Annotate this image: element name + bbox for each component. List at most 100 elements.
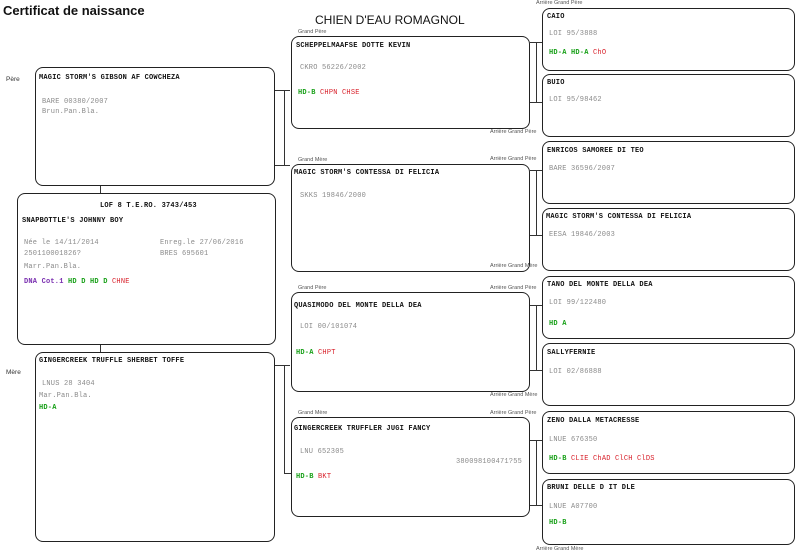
connector-line [275, 90, 290, 91]
connector-line [284, 365, 285, 473]
gf-paternal-health: HD-B CHPN CHSE [298, 89, 360, 97]
connector-line [100, 344, 101, 353]
ggp-name: TANO DEL MONTE DELLA DEA [547, 281, 653, 289]
mother-health: HD-A [39, 404, 57, 412]
subject-health: DNA Cot.1 HD D HD D CHNE [24, 278, 130, 286]
mother-reg: LNUS 28 3404 [42, 380, 95, 388]
gf-paternal-card[interactable]: SCHEPPELMAAFSE DOTTE KEVIN CKRO 56226/20… [291, 36, 530, 129]
subject-other: CHNE [112, 278, 130, 286]
subject-hd: HD D HD D [68, 278, 108, 286]
gm-maternal-name: GINGERCREEK TRUFFLER JUGI FANCY [294, 425, 431, 433]
gf-maternal-reg: LOI 00/101074 [300, 323, 358, 331]
gm-maternal-chip: 380098100471?55 [456, 458, 523, 466]
mother-side-label: Mère [6, 369, 21, 376]
father-side-label: Père [6, 76, 20, 83]
gm-maternal-health: HD-B BKT [296, 473, 331, 481]
connector-line [275, 365, 290, 366]
gf-paternal-reg: CKRO 56226/2002 [300, 64, 367, 72]
health-green: HD-A HD-A [549, 49, 589, 57]
health-green: HD-A [296, 349, 314, 357]
ggp-card-7[interactable]: ZENO DALLA METACRESSE LNUE 676350 HD-B C… [542, 411, 795, 474]
gm-maternal-card[interactable]: GINGERCREEK TRUFFLER JUGI FANCY LNU 6523… [291, 417, 530, 517]
ggp-card-3[interactable]: ENRICOS SAMOREE DI TEO BARE 36596/2007 [542, 141, 795, 204]
role-label: Grand Mère [298, 410, 328, 416]
ggp-name: BUIO [547, 79, 565, 87]
subject-name: SNAPBOTTLE'S JOHNNY BOY [22, 217, 124, 225]
health-green: HD-B [296, 473, 314, 481]
connector-line [275, 165, 290, 166]
breed-title: CHIEN D'EAU ROMAGNOL [315, 13, 465, 27]
ggp-card-1[interactable]: CAIO LOI 95/3888 HD-A HD-A ChO [542, 8, 795, 71]
gm-paternal-reg: SKKS 19846/2000 [300, 192, 367, 200]
subject-card[interactable]: LOF 8 T.E.RO. 3743/453 SNAPBOTTLE'S JOHN… [17, 193, 276, 345]
ggp-name: BRUNI DELLE D IT DLE [547, 484, 636, 492]
father-reg: BARE 00380/2007 [42, 98, 109, 106]
ggp-reg: LOI 99/122480 [549, 299, 607, 307]
gm-maternal-reg: LNU 652305 [300, 448, 345, 456]
role-label: Arrière Grand Père [536, 0, 583, 6]
health-green: HD A [549, 320, 567, 328]
health-red: ChO [593, 49, 607, 57]
subject-color: Marr.Pan.Bla. [24, 263, 82, 271]
gm-paternal-name: MAGIC STORM'S CONTESSA DI FELICIA [294, 169, 440, 177]
gf-maternal-health: HD-A CHPT [296, 349, 336, 357]
role-label: Grand Mère [298, 157, 328, 163]
ggp-health: HD A [549, 320, 567, 328]
health-green: HD-B [298, 89, 316, 97]
gf-paternal-name: SCHEPPELMAAFSE DOTTE KEVIN [296, 42, 411, 50]
gf-maternal-name: QUASIMODO DEL MONTE DELLA DEA [294, 302, 422, 310]
ggp-card-5[interactable]: TANO DEL MONTE DELLA DEA LOI 99/122480 H… [542, 276, 795, 339]
connector-line [536, 440, 537, 506]
ggp-card-6[interactable]: SALLYFERNIE LOI 02/86888 [542, 343, 795, 406]
ggp-name: MAGIC STORM'S CONTESSA DI FELICIA [546, 213, 692, 221]
connector-line [536, 305, 537, 371]
ggp-card-8[interactable]: BRUNI DELLE D IT DLE LNUE A07700 HD-B [542, 479, 795, 545]
connector-line [284, 90, 285, 166]
health-green: HD-B [549, 455, 567, 463]
mother-color: Mar.Pan.Bla. [39, 392, 92, 400]
health-red: BKT [318, 473, 332, 481]
subject-born: Née le 14/11/2014 [24, 239, 99, 247]
subject-dna: DNA Cot.1 [24, 278, 64, 286]
role-label: Arrière Grand Père [490, 156, 537, 162]
subject-header: LOF 8 T.E.RO. 3743/453 [100, 202, 197, 210]
ggp-name: ENRICOS SAMOREE DI TEO [547, 147, 644, 155]
health-red: CHPT [318, 349, 336, 357]
father-color: Brun.Pan.Bla. [42, 108, 100, 116]
role-label: Arrière Grand Mère [536, 546, 584, 552]
role-label: Arrière Grand Père [490, 285, 537, 291]
subject-reg-date: Enreg.le 27/06/2016 [160, 239, 244, 247]
ggp-health: HD-A HD-A ChO [549, 49, 606, 57]
ggp-card-2[interactable]: BUIO LOI 95/98462 [542, 74, 795, 137]
role-label: Arrière Grand Mère [490, 263, 538, 269]
mother-card[interactable]: GINGERCREEK TRUFFLE SHERBET TOFFE LNUS 2… [35, 352, 275, 542]
health-green: HD-B [549, 519, 567, 527]
gf-maternal-card[interactable]: QUASIMODO DEL MONTE DELLA DEA LOI 00/101… [291, 292, 530, 392]
connector-line [536, 42, 537, 103]
mother-name: GINGERCREEK TRUFFLE SHERBET TOFFE [39, 357, 185, 365]
ggp-reg: LOI 02/86888 [549, 368, 602, 376]
ggp-reg: LOI 95/98462 [549, 96, 602, 104]
connector-line [284, 473, 291, 474]
ggp-name: SALLYFERNIE [547, 349, 596, 357]
connector-line [536, 170, 537, 236]
gm-paternal-card[interactable]: MAGIC STORM'S CONTESSA DI FELICIA SKKS 1… [291, 164, 530, 272]
health-red: CLIE ChAD ClCH ClDS [571, 455, 655, 463]
role-label: Grand Père [298, 29, 327, 35]
ggp-name: CAIO [547, 13, 565, 21]
subject-ress: BRES 695601 [160, 250, 209, 258]
page-title: Certificat de naissance [3, 3, 145, 18]
role-label: Grand Père [298, 285, 327, 291]
health-red: CHPN CHSE [320, 89, 360, 97]
ggp-reg: LOI 95/3888 [549, 30, 598, 38]
father-card[interactable]: MAGIC STORM'S GIBSON AF COWCHEZA BARE 00… [35, 67, 275, 186]
ggp-reg: BARE 36596/2007 [549, 165, 616, 173]
ggp-reg: LNUE A07700 [549, 503, 598, 511]
role-label: Arrière Grand Père [490, 410, 537, 416]
role-label: Arrière Grand Père [490, 129, 537, 135]
connector-line [100, 185, 101, 193]
father-name: MAGIC STORM'S GIBSON AF COWCHEZA [39, 74, 180, 82]
ggp-name: ZENO DALLA METACRESSE [547, 417, 640, 425]
ggp-card-4[interactable]: MAGIC STORM'S CONTESSA DI FELICIA EESA 1… [542, 208, 795, 271]
subject-chip: 250110001826? [24, 250, 82, 258]
